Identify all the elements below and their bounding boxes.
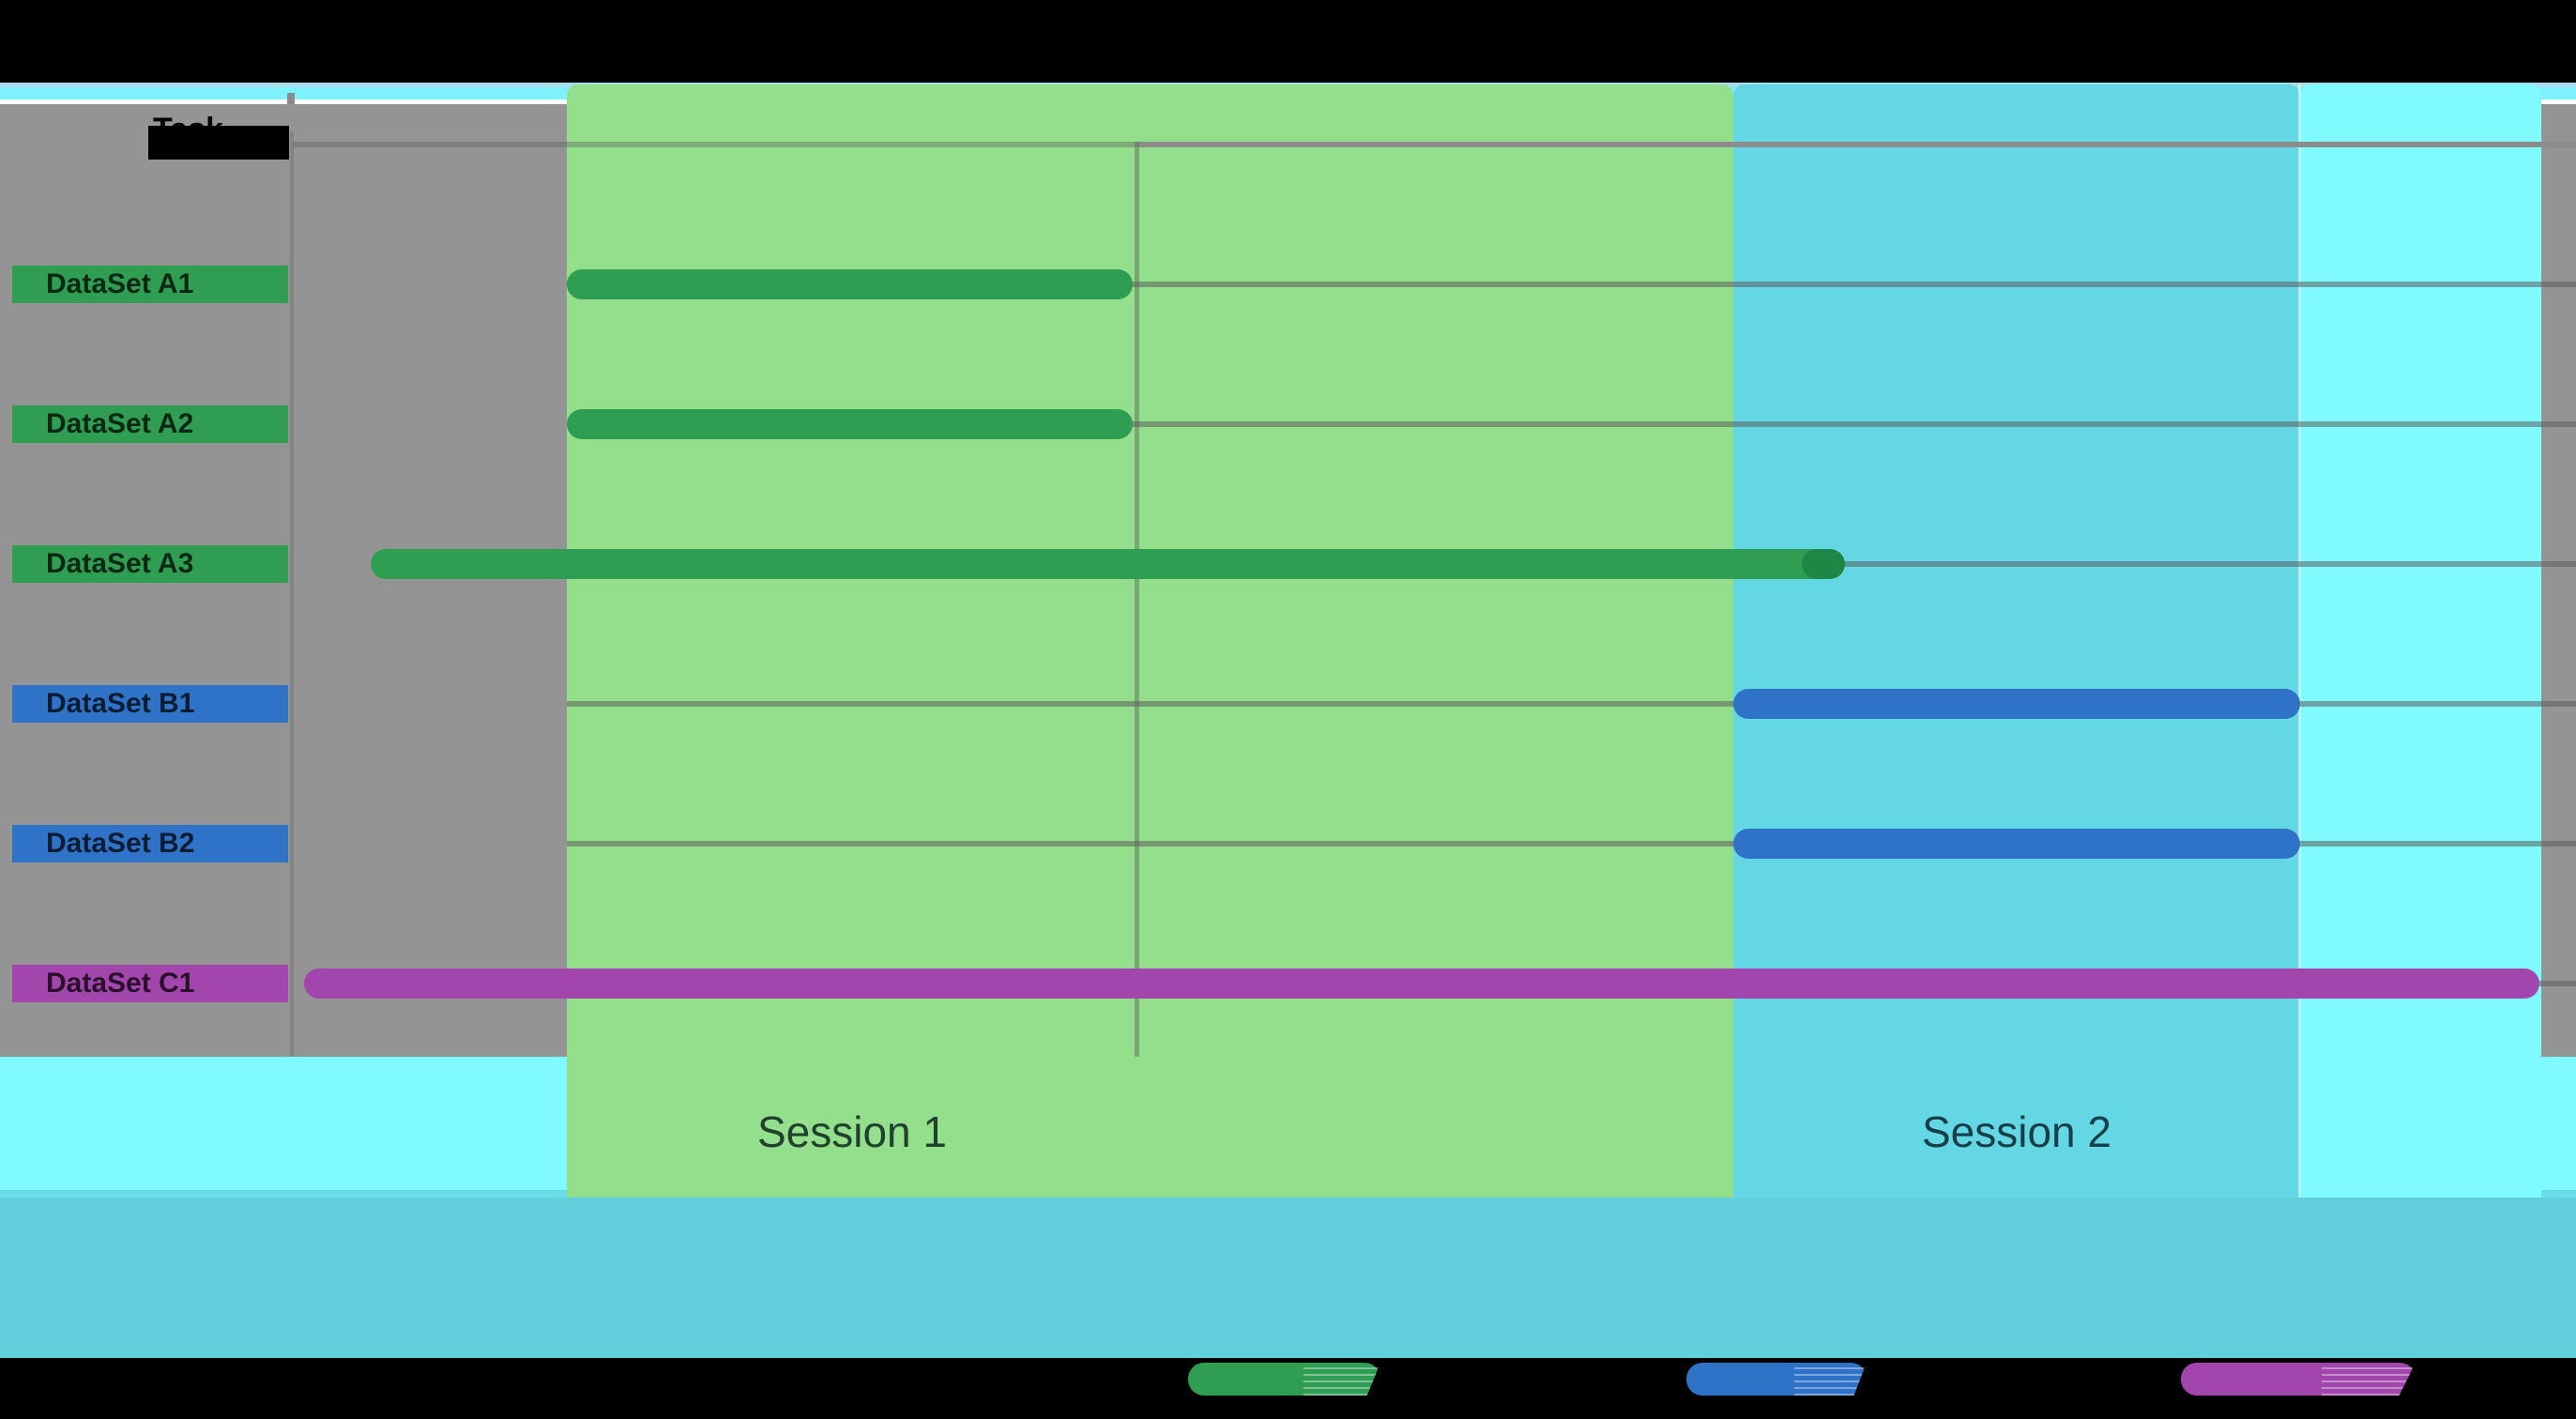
- row-label-dataset-b1: DataSet B1: [12, 685, 288, 723]
- row-label-dataset-a3: DataSet A3: [12, 545, 288, 583]
- task-bar-dataset-a2: [566, 409, 1134, 439]
- task-bar-dataset-c1: [304, 969, 2540, 999]
- row-gridline-dataset-b2: [567, 841, 2576, 847]
- session-1-label: Session 1: [756, 1107, 947, 1156]
- task-bar-dataset-b1: [1733, 689, 2300, 719]
- legend-swatch-stripes: [1303, 1363, 1380, 1396]
- vertical-gridline-mid: [1135, 142, 1139, 1057]
- column-divider-hairline: [2298, 84, 2301, 1198]
- axis-tick-top: [287, 93, 295, 104]
- session-column-3: [2299, 84, 2542, 1198]
- session-column-session-1: [566, 84, 1734, 1198]
- footer-band: [0, 1198, 2576, 1358]
- redaction-box: [148, 126, 289, 160]
- row-label-dataset-a2: DataSet A2: [12, 405, 288, 443]
- task-bar-dataset-a3: [370, 549, 1845, 579]
- task-bar-dataset-b2: [1733, 829, 2300, 859]
- row-gridline-dataset-a1: [567, 282, 2576, 287]
- legend-swatch-stripes: [2322, 1363, 2416, 1396]
- row-label-dataset-b2: DataSet B2: [12, 825, 288, 862]
- row-gridline-dataset-b1: [567, 701, 2576, 707]
- row-gridline-dataset-a2: [567, 421, 2576, 427]
- legend-swatch-2: [1686, 1363, 1867, 1396]
- task-bar-dataset-a1: [566, 269, 1134, 299]
- session-2-label: Session 2: [1921, 1107, 2111, 1156]
- vertical-gridline-left: [290, 131, 294, 1057]
- session-column-session-2: [1733, 84, 2300, 1198]
- task-bar-end-cap: [1802, 549, 1845, 579]
- header-gridline-right: [1137, 142, 2576, 147]
- legend-swatch-3: [2181, 1363, 2416, 1396]
- header-gridline-left: [293, 142, 1137, 147]
- row-label-dataset-a1: DataSet A1: [12, 266, 288, 303]
- row-label-dataset-c1: DataSet C1: [12, 965, 288, 1002]
- legend-swatch-stripes: [1794, 1363, 1867, 1396]
- legend-swatch-1: [1188, 1363, 1380, 1396]
